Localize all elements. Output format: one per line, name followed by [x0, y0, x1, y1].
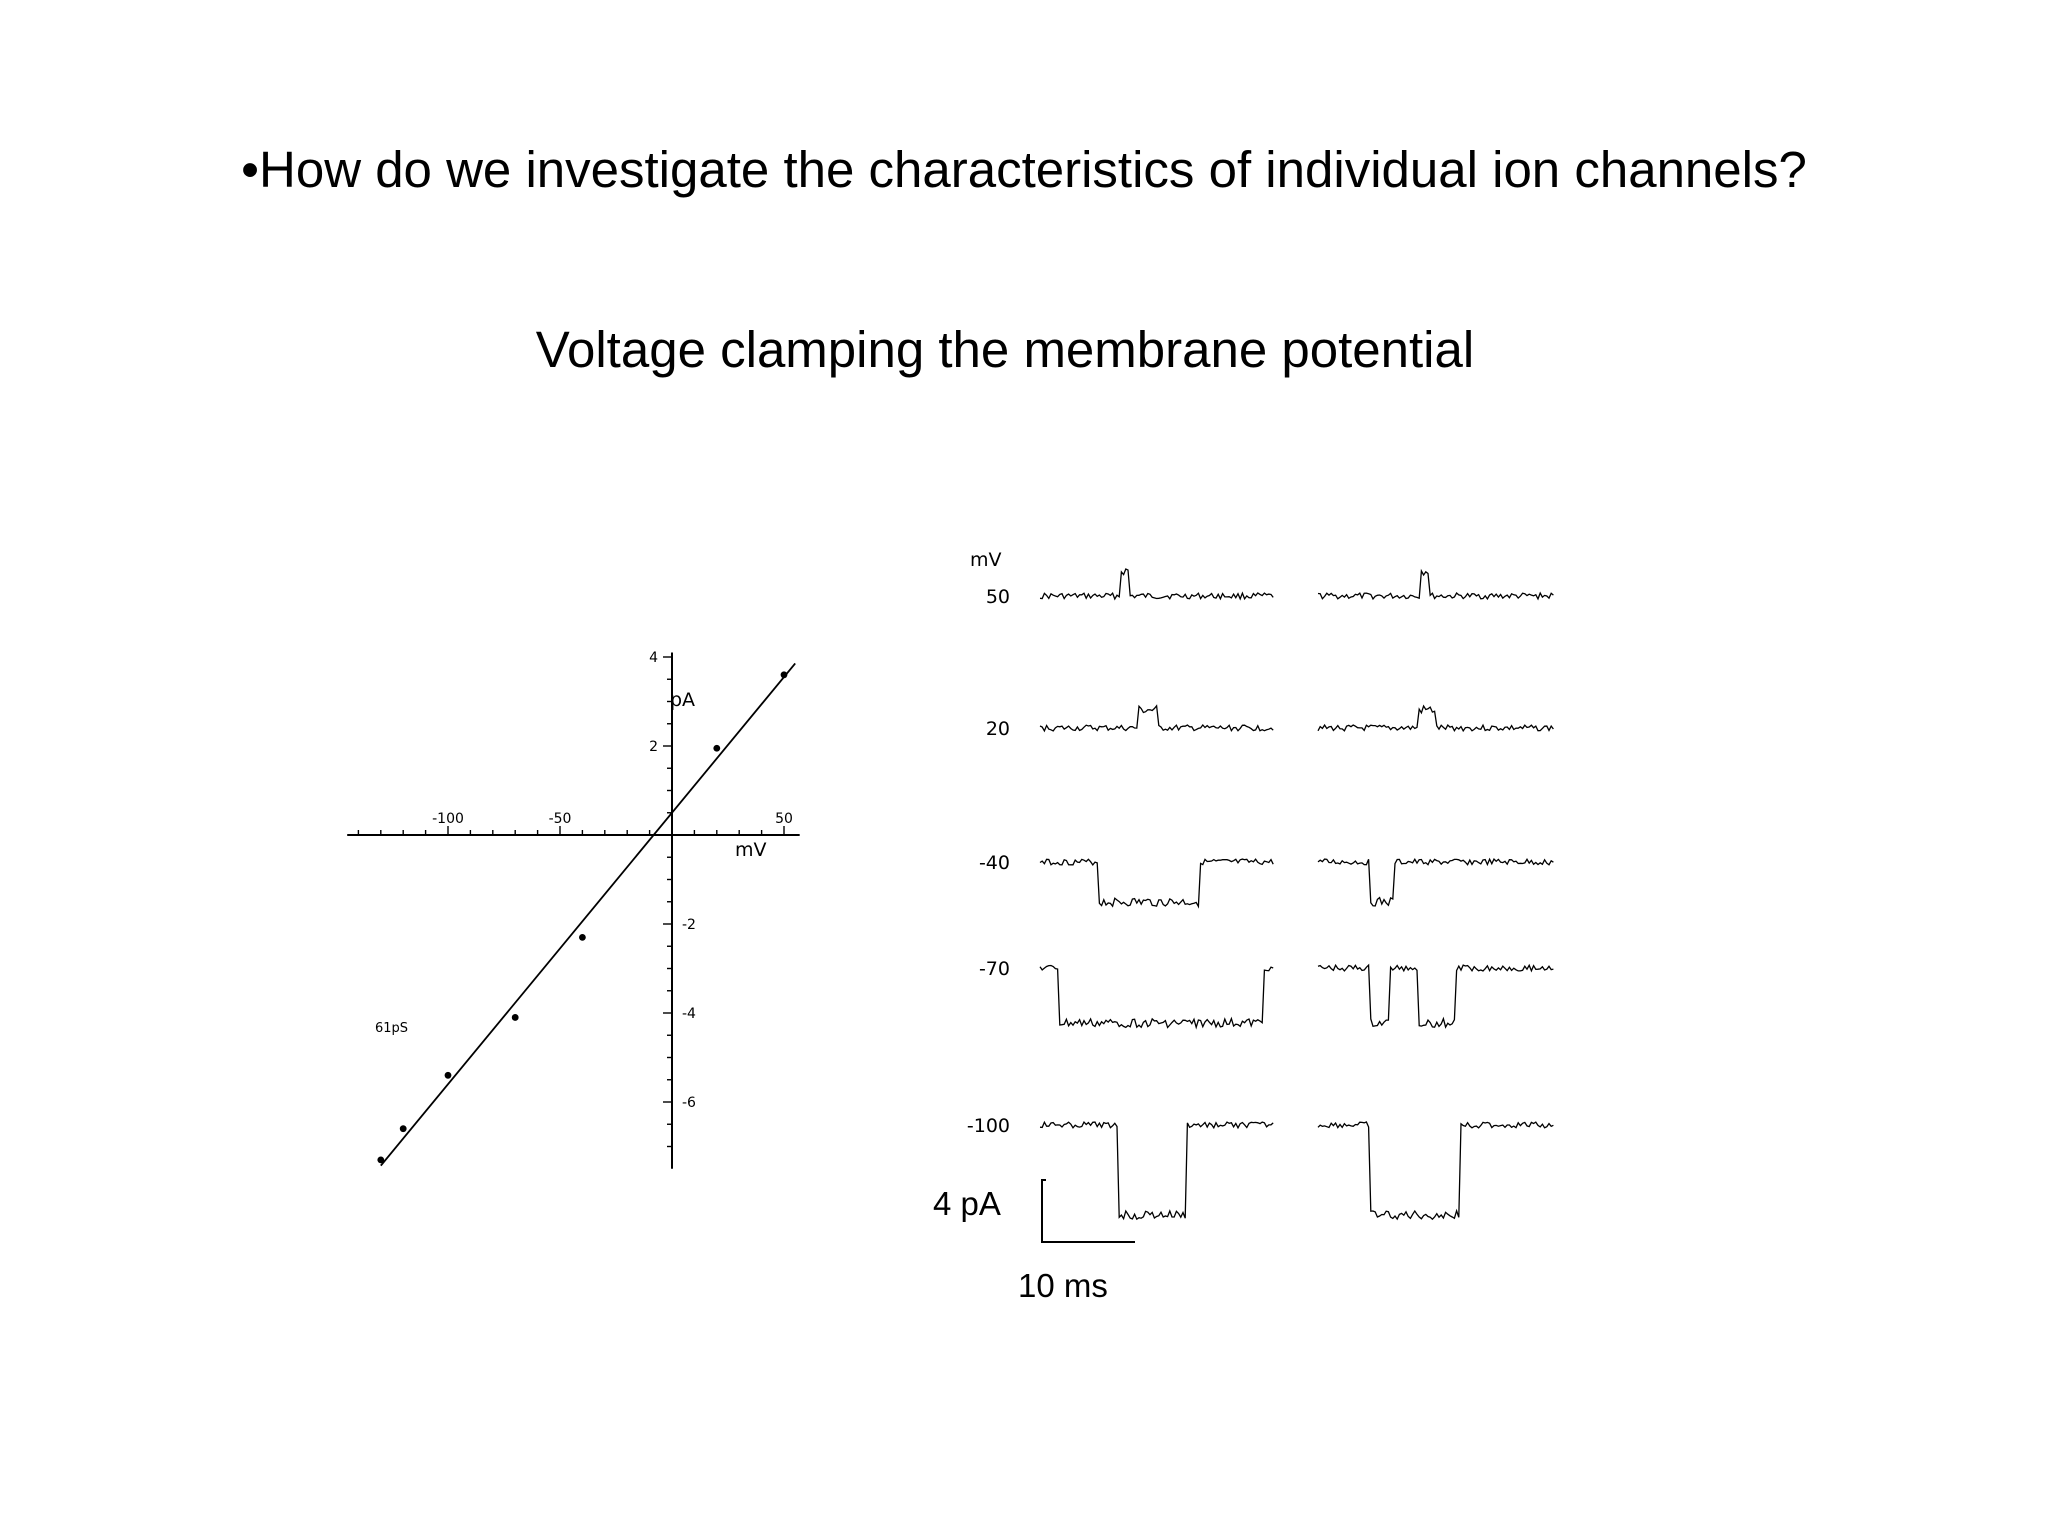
iv-y-tick-label: 4: [649, 650, 658, 666]
trace-line: [1317, 704, 1554, 733]
iv-point: [579, 933, 586, 941]
trace-line: [1317, 1121, 1554, 1221]
trace-line: [1039, 858, 1274, 909]
iv-y-tick-label: 2: [649, 739, 658, 755]
trace-lines: [1039, 568, 1554, 1221]
trace-voltage-labels: 50 20 -40 -70 -100: [967, 586, 1010, 1137]
iv-points: [377, 671, 788, 1164]
traces-unit-label: mV: [970, 549, 1002, 571]
trace-line: [1039, 964, 1274, 1030]
iv-y-tick-label: -6: [682, 1095, 696, 1111]
iv-x-tick-label: -50: [549, 811, 572, 827]
scale-time-label: 10 ms: [1018, 1267, 1108, 1304]
trace-line: [1317, 963, 1554, 1029]
iv-y-tick-label: -4: [682, 1006, 696, 1022]
trace-voltage-label: 50: [986, 586, 1010, 608]
iv-annotation: 61pS: [375, 1021, 408, 1036]
iv-y-tick-label: -2: [682, 917, 696, 933]
iv-point: [713, 744, 721, 752]
iv-plot: -100 -50 50 4 2 -2 -4 -6 pA mV 61pS: [347, 650, 800, 1169]
iv-x-tick-label: 50: [775, 811, 793, 827]
iv-ticks: -100 -50 50 4 2 -2 -4 -6: [357, 650, 793, 1148]
iv-fit-segment: [380, 662, 796, 1167]
trace-voltage-label: -40: [979, 852, 1010, 874]
iv-axes: [347, 652, 800, 1169]
trace-line: [1039, 1120, 1274, 1221]
iv-point: [444, 1071, 452, 1079]
trace-voltage-label: -70: [979, 958, 1010, 980]
iv-point: [377, 1156, 385, 1164]
iv-point: [511, 1014, 519, 1021]
channel-traces: mV 50 20 -40 -70 -100: [967, 549, 1554, 1243]
scale-current-label: 4 pA: [933, 1185, 1001, 1222]
slide-question: •How do we investigate the characteristi…: [241, 141, 1807, 198]
trace-line: [1039, 704, 1274, 733]
trace-voltage-label: 20: [986, 718, 1010, 740]
slide-subtitle: Voltage clamping the membrane potential: [535, 321, 1475, 378]
trace-line: [1317, 568, 1554, 601]
iv-fit-line: [380, 662, 796, 1167]
scale-bar: [1041, 1179, 1135, 1243]
iv-x-tick-label: -100: [432, 811, 464, 827]
iv-ylabel: pA: [670, 689, 695, 711]
trace-line: [1039, 568, 1274, 601]
iv-point: [780, 671, 788, 679]
trace-line: [1317, 857, 1554, 907]
iv-xlabel: mV: [735, 839, 767, 861]
trace-voltage-label: -100: [967, 1115, 1010, 1137]
iv-point: [399, 1125, 407, 1133]
